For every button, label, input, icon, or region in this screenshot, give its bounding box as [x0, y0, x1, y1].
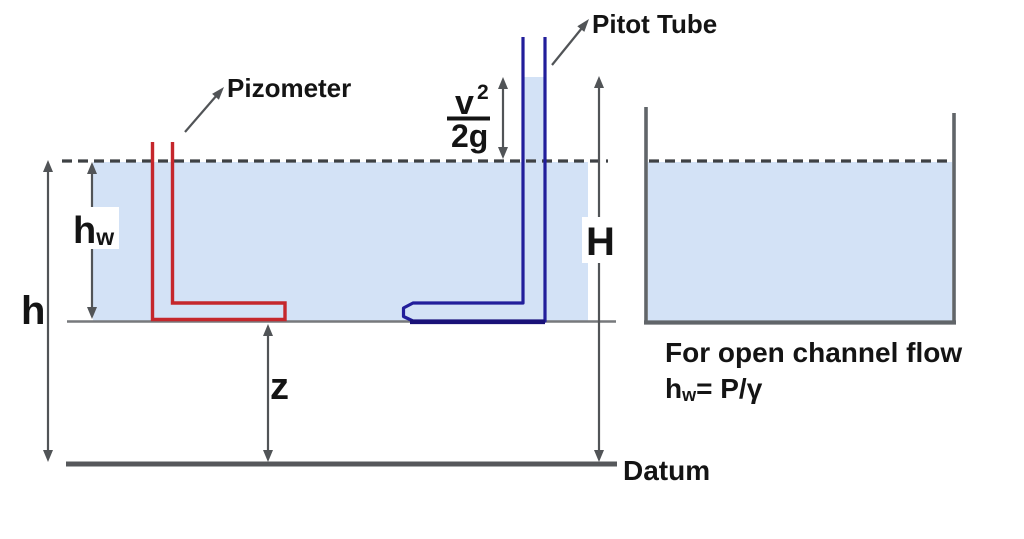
pitot-tube-label: Pitot Tube	[592, 9, 717, 39]
piezometric-head-arrow-head-bottom	[87, 307, 97, 319]
pitot-pointer-line	[551, 27, 583, 66]
open-channel-note-line1: For open channel flow	[665, 337, 962, 368]
piezometric-head-arrow-head-top	[87, 162, 97, 174]
channel-water	[93, 162, 588, 322]
depth-label: h	[21, 289, 45, 333]
formula-rest: = P/γ	[696, 373, 763, 404]
velocity-head-arrow-head-top	[498, 77, 508, 89]
piezometer-tube	[150, 142, 287, 322]
depth-arrow-head-top	[43, 160, 53, 172]
pitot-pointer-head	[577, 19, 589, 32]
piezometer-pointer-head	[212, 87, 224, 100]
velocity-head-arrow-head-bottom	[498, 147, 508, 159]
pitot-tube-water-column	[524, 77, 544, 167]
elevation-head-arrow-head-top	[263, 324, 273, 336]
piezometric-head-label-backplate	[69, 207, 119, 249]
formula-base: h	[665, 373, 682, 404]
elevation-head-label: z	[270, 366, 289, 408]
total-head-label: H	[586, 220, 615, 264]
velocity-head-numerator: v	[455, 84, 474, 122]
piezometric-head-label: hw	[73, 210, 114, 252]
velocity-head-label: v 2 2g	[447, 81, 490, 154]
open-channel-tank	[644, 107, 956, 325]
piezometer-label: Pizometer	[227, 73, 351, 103]
elevation-head-arrow-head-bottom	[263, 450, 273, 462]
piezometric-head-base: h	[73, 210, 96, 252]
open-channel-note-formula: hw= P/γ	[665, 373, 763, 405]
velocity-head-exponent: 2	[477, 81, 489, 104]
piezometric-head-sub: w	[95, 224, 114, 250]
datum-label: Datum	[623, 455, 710, 486]
formula-sub: w	[681, 385, 697, 405]
tank-water	[648, 162, 952, 322]
depth-arrow-head-bottom	[43, 450, 53, 462]
piezometer-pointer-line	[184, 94, 218, 133]
total-head-label-backplate	[582, 217, 618, 263]
total-head-arrow-head-top	[594, 76, 604, 88]
velocity-head-denominator: 2g	[451, 118, 488, 154]
total-head-arrow-head-bottom	[594, 450, 604, 462]
